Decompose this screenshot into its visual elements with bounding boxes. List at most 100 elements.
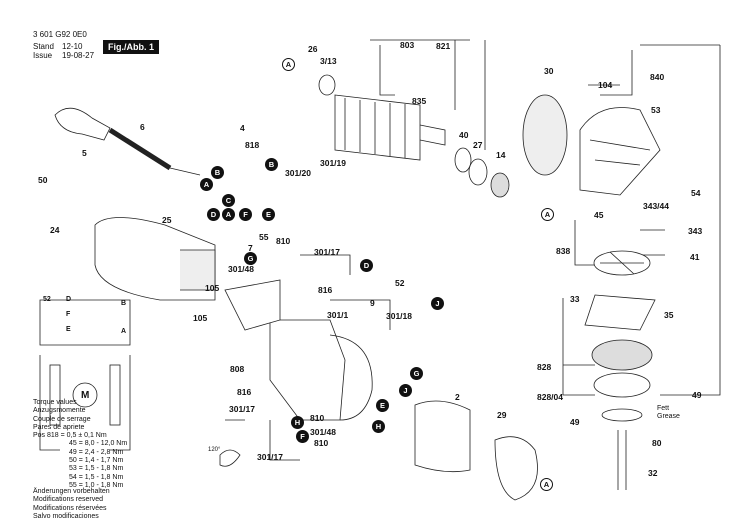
grease-line: Grease <box>657 413 680 421</box>
part-label: 301/48 <box>228 264 254 274</box>
part-label: 838 <box>556 246 571 256</box>
part-label: 803 <box>400 40 415 50</box>
torque-line: 45 = 8,0 - 12,0 Nm <box>69 440 128 448</box>
part-label: 816 <box>318 285 333 295</box>
part-label: 35 <box>664 310 674 320</box>
grease-note: Fett Grease <box>657 405 680 422</box>
part-label: 810 <box>314 438 329 448</box>
callout-marker: F <box>239 208 252 221</box>
part-label: 5 <box>82 148 87 158</box>
part-label: 6 <box>140 122 145 132</box>
part-label: 821 <box>436 41 451 51</box>
angle-label: 120° <box>208 447 221 453</box>
change-line: Salvo modificaciones <box>33 512 99 520</box>
callout-marker: A <box>222 208 235 221</box>
torque-line: 49 = 2,4 - 2,8 Nm <box>69 448 124 456</box>
part-label: 24 <box>50 225 60 235</box>
part-label: 49 <box>570 417 580 427</box>
part-label: 301/19 <box>320 158 346 168</box>
wiring-label: F <box>66 311 71 318</box>
torque-line: 55 = 1,0 - 1,8 Nm <box>69 481 124 489</box>
part-label: 40 <box>459 130 469 140</box>
part-label: 14 <box>496 150 506 160</box>
part-label: 4 <box>240 123 245 133</box>
part-label: 105 <box>193 313 208 323</box>
callout-marker: A <box>282 58 295 71</box>
callout-marker: E <box>376 399 389 412</box>
part-label: 27 <box>473 140 483 150</box>
part-label: 29 <box>497 410 507 420</box>
part-label: 835 <box>412 96 427 106</box>
part-label: 32 <box>648 468 658 478</box>
part-label: 808 <box>230 364 245 374</box>
part-label: 301/17 <box>229 404 255 414</box>
callout-marker: A <box>541 208 554 221</box>
issue-label: Issue <box>33 51 53 60</box>
part-label: 49 <box>692 390 702 400</box>
torque-line: 50 = 1,4 - 1,7 Nm <box>69 457 124 465</box>
callout-marker: H <box>291 416 304 429</box>
stand-value: 12-10 <box>62 42 83 51</box>
torque-line: 53 = 1,5 - 1,8 Nm <box>69 465 124 473</box>
part-label: 33 <box>570 294 580 304</box>
wiring-label: E <box>66 326 71 333</box>
wiring-label: D <box>66 296 72 303</box>
change-line: Modifications reserved <box>33 496 104 504</box>
callout-marker: B <box>265 158 278 171</box>
part-label: 30 <box>544 66 554 76</box>
part-label: 53 <box>651 105 661 115</box>
part-label: 104 <box>598 80 613 90</box>
part-label: 301/17 <box>314 247 340 257</box>
callout-marker: D <box>360 259 373 272</box>
part-label: 343 <box>688 226 703 236</box>
callout-marker: G <box>244 252 257 265</box>
torque-line: Pares de apriete <box>33 423 85 431</box>
part-label: 2 <box>455 392 460 402</box>
grease-line: Fett <box>657 405 670 412</box>
callout-marker: H <box>372 420 385 433</box>
part-label: 50 <box>38 175 48 185</box>
part-label: 3/13 <box>320 56 337 66</box>
part-label: 301/17 <box>257 452 283 462</box>
callout-marker: F <box>296 430 309 443</box>
part-label: 301/48 <box>310 427 336 437</box>
part-label: 45 <box>594 210 604 220</box>
part-label: 7 <box>248 243 253 253</box>
callout-marker: B <box>211 166 224 179</box>
part-label: 105 <box>205 283 220 293</box>
callout-marker: C <box>222 194 235 207</box>
callout-marker: G <box>410 367 423 380</box>
part-label: 818 <box>245 140 260 150</box>
doc-number: 3 601 G92 0E0 <box>33 30 87 39</box>
part-label: 301/1 <box>327 310 349 320</box>
wiring-label: A <box>121 328 127 335</box>
callout-marker: J <box>399 384 412 397</box>
wiring-label: B <box>121 300 127 307</box>
change-line: Änderungen vorbehalten <box>33 488 110 495</box>
torque-line: Couple de serrage <box>33 415 91 423</box>
issue-value: 19-08-27 <box>62 51 95 60</box>
callout-marker: D <box>207 208 220 221</box>
torque-notes: Torque values Anzugsmomente Couple de se… <box>33 399 127 490</box>
callout-marker: E <box>262 208 275 221</box>
stand-label: Stand <box>33 42 54 51</box>
motor-symbol: M <box>81 390 90 401</box>
torque-line: Pos 818 = 0,5 ± 0,1 Nm <box>33 432 107 440</box>
part-label: 828 <box>537 362 552 372</box>
part-label: 343/44 <box>643 201 669 211</box>
wiring-label: 52 <box>43 296 51 303</box>
part-label: 810 <box>310 413 325 423</box>
figure-label: Fig./Abb. 1 <box>103 40 159 54</box>
torque-line: Torque values <box>33 399 77 406</box>
part-label: 80 <box>652 438 662 448</box>
part-label: 55 <box>259 232 269 242</box>
part-label: 25 <box>162 215 172 225</box>
part-label: 301/20 <box>285 168 311 178</box>
torque-line: 54 = 1,5 - 1,8 Nm <box>69 473 124 481</box>
change-line: Modifications réservées <box>33 504 107 512</box>
change-notice: Änderungen vorbehalten Modifications res… <box>33 488 110 521</box>
part-label: 301/18 <box>386 311 412 321</box>
part-label: 26 <box>308 44 318 54</box>
part-label: 41 <box>690 252 700 262</box>
